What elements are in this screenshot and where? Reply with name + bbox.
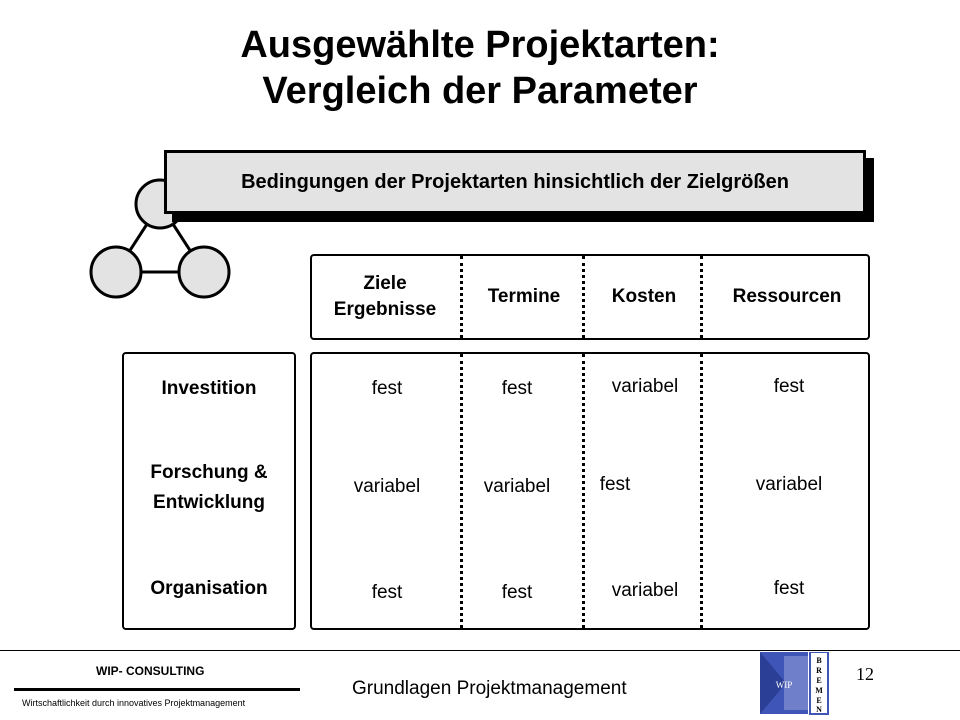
- svg-text:N: N: [816, 705, 822, 714]
- svg-text:E: E: [816, 676, 821, 685]
- footer-brand-rule: [14, 688, 300, 691]
- row-label-box: Investition Forschung &Entwicklung Organ…: [122, 352, 296, 630]
- footer-course-title: Grundlagen Projektmanagement: [352, 678, 627, 699]
- column-separator: [460, 256, 463, 338]
- title-line-2: Vergleich der Parameter: [262, 70, 698, 112]
- cell-forschung-termine: variabel: [483, 476, 551, 497]
- slide-title: Ausgewählte Projektarten: Vergleich der …: [0, 22, 960, 114]
- cell-organisation-kosten: variabel: [611, 580, 679, 601]
- column-separator: [700, 256, 703, 338]
- cell-forschung-ressourcen: variabel: [755, 474, 823, 495]
- cell-organisation-ressourcen: fest: [773, 578, 805, 599]
- cell-investition-kosten: variabel: [611, 376, 679, 397]
- column-separator: [582, 256, 585, 338]
- cell-organisation-ziele: fest: [371, 582, 403, 603]
- svg-text:B: B: [816, 656, 822, 665]
- cell-investition-ziele: fest: [371, 378, 403, 399]
- title-line-1: Ausgewählte Projektarten:: [240, 24, 720, 66]
- conditions-banner: Bedingungen der Projektarten hinsichtlic…: [164, 150, 866, 214]
- cell-investition-ressourcen: fest: [773, 376, 805, 397]
- column-separator: [460, 354, 463, 628]
- cell-organisation-termine: fest: [501, 582, 533, 603]
- column-header-resources: Ressourcen: [732, 286, 842, 307]
- column-header-deadlines: Termine: [487, 286, 561, 307]
- wip-bremen-logo: WIP B R E M E N: [760, 652, 829, 715]
- column-header-costs: Kosten: [611, 286, 677, 307]
- footer-tagline: Wirtschaftlichkeit durch innovatives Pro…: [22, 698, 246, 708]
- row-label-investment: Investition: [161, 378, 257, 399]
- data-grid-box: fest fest variabel fest variabel variabe…: [310, 352, 870, 630]
- cell-forschung-ziele: variabel: [353, 476, 421, 497]
- footer-divider: [0, 650, 960, 651]
- cell-investition-termine: fest: [501, 378, 533, 399]
- column-separator: [700, 354, 703, 628]
- logo-wip-text: WIP: [776, 680, 793, 690]
- svg-text:R: R: [816, 666, 822, 675]
- footer-brand: WIP- CONSULTING: [96, 664, 205, 678]
- svg-text:E: E: [816, 696, 821, 705]
- row-label-research: Forschung &Entwicklung: [150, 462, 268, 513]
- svg-text:M: M: [815, 686, 823, 695]
- column-separator: [582, 354, 585, 628]
- page-number: 12: [856, 664, 874, 684]
- row-label-organisation: Organisation: [150, 578, 268, 599]
- cell-forschung-kosten: fest: [599, 474, 631, 495]
